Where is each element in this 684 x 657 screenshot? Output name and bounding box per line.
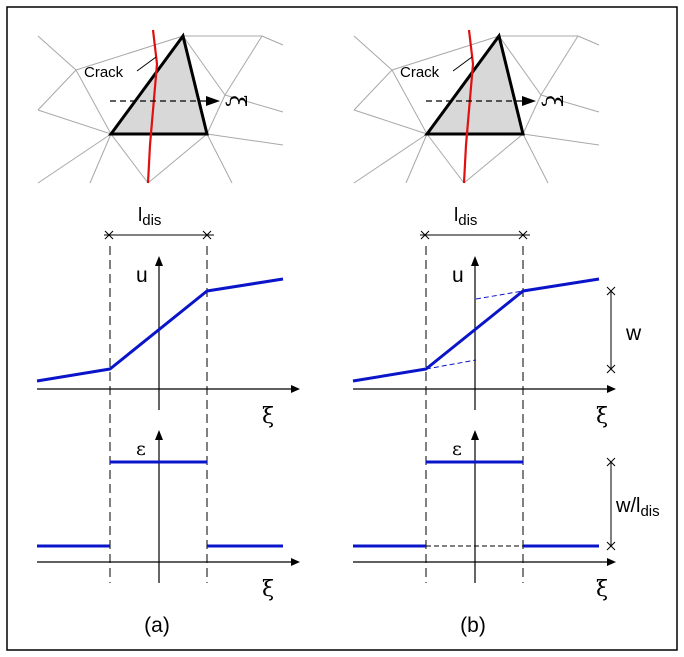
panel-b-displacement-curve <box>352 277 600 383</box>
panel-b-crack-label: Crack <box>400 64 440 81</box>
panel-b: Crack ξ ldis u ξ w ε ξ <box>352 29 660 637</box>
figure-frame <box>6 6 678 651</box>
panel-a-u-xi-arrowhead <box>291 385 300 393</box>
panel-b-eps-xi-arrowhead <box>607 558 616 566</box>
panel-a-u-arrowhead <box>155 256 163 266</box>
panel-a-u-xi-label: ξ <box>262 404 274 429</box>
panel-b-crack-leader <box>452 56 473 72</box>
panel-a: Crack ξ ldis u ξ ε ξ (a) <box>36 29 300 637</box>
panel-b-u-xi-label: ξ <box>596 404 608 429</box>
panel-a-eps-xi-arrowhead <box>291 558 300 566</box>
panel-b-finite-element <box>424 32 525 136</box>
panel-a-eps-xi-label: ξ <box>262 577 274 602</box>
panel-b-caption: (b) <box>460 614 486 637</box>
panel-a-eps-arrowhead <box>155 430 163 440</box>
panel-b-eps-arrowhead <box>471 430 479 440</box>
panel-b-xi-rotated-label: ξ <box>540 95 565 107</box>
panel-b-w-label: w <box>625 322 642 345</box>
panel-a-ldis-label: ldis <box>138 205 161 229</box>
panel-a-xi-rotated-label: ξ <box>224 95 249 107</box>
panel-b-u-label: u <box>452 264 464 287</box>
panel-a-displacement-curve <box>36 277 284 383</box>
panel-b-strain-jump-label: w/ldis <box>615 495 660 520</box>
panel-a-finite-element <box>108 32 209 136</box>
panel-a-caption: (a) <box>144 614 170 637</box>
panel-a-ldis-tick-right <box>202 230 212 240</box>
panel-a-epsilon-label: ε <box>136 438 146 460</box>
panel-b-w-tick-bottom <box>606 364 616 374</box>
panel-b-strain-jump-tick-bottom <box>606 541 616 551</box>
panel-a-xi-arrowhead <box>206 96 220 106</box>
panel-a-u-label: u <box>136 264 148 287</box>
panel-b-mesh <box>353 35 600 184</box>
panel-a-mesh <box>37 35 284 184</box>
panel-b-u-arrowhead <box>471 256 479 266</box>
panel-b-ldis-tick-left <box>420 230 430 240</box>
panel-b-ldis-tick-right <box>518 230 528 240</box>
panel-a-crack-leader <box>136 56 157 72</box>
panel-b-u-xi-arrowhead <box>607 385 616 393</box>
panel-b-strain-jump-tick-top <box>606 457 616 467</box>
panel-a-crack-label: Crack <box>84 64 124 81</box>
panel-b-eps-xi-label: ξ <box>596 577 608 602</box>
panel-b-left-branch-extension <box>425 359 477 370</box>
panel-a-ldis-tick-left <box>104 230 114 240</box>
panel-b-ldis-label: ldis <box>454 205 477 229</box>
panel-b-epsilon-label: ε <box>452 438 462 460</box>
panel-a-crack-line <box>146 29 159 184</box>
panel-b-crack-line <box>462 29 475 184</box>
panel-b-xi-arrowhead <box>522 96 536 106</box>
panel-b-w-tick-top <box>606 286 616 296</box>
